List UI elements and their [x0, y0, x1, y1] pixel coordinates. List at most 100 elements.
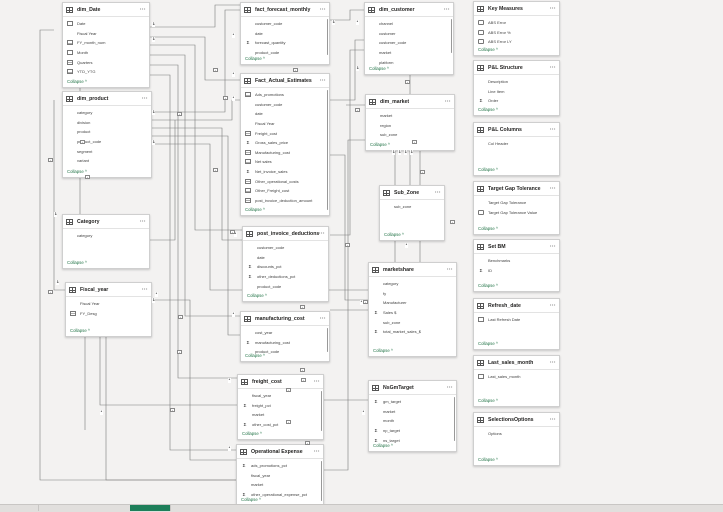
more-options-icon[interactable]: ⋯ [549, 65, 556, 71]
relationship-line[interactable] [152, 9, 240, 113]
relationship-line[interactable] [150, 74, 236, 451]
collapse-button[interactable]: Collapse ^ [242, 431, 262, 436]
field-row[interactable]: Manufacturing_cost [241, 148, 329, 158]
relationship-line[interactable] [330, 154, 368, 301]
field-row[interactable]: market [238, 410, 323, 420]
collapse-button[interactable]: Collapse ^ [384, 232, 404, 237]
scrollbar[interactable] [326, 90, 328, 210]
collapse-button[interactable]: Collapse ^ [67, 79, 87, 84]
collapse-button[interactable]: Collapse ^ [247, 293, 267, 298]
field-row[interactable]: ABS Error % [474, 28, 559, 38]
collapse-button[interactable]: Collapse ^ [373, 443, 393, 448]
more-options-icon[interactable]: ⋯ [446, 267, 453, 273]
field-row[interactable]: Fiscal Year [241, 119, 329, 129]
more-options-icon[interactable]: ⋯ [319, 78, 326, 84]
table-card-header[interactable]: post_invoice_deductions⋯ [243, 227, 328, 241]
scrollbar[interactable] [450, 19, 452, 53]
relationship-line[interactable] [150, 120, 176, 241]
table-card-header[interactable]: manufacturing_cost⋯ [241, 312, 329, 326]
relationship-line[interactable] [152, 127, 242, 241]
field-row[interactable]: customer_code [241, 19, 329, 29]
collapse-button[interactable]: Collapse ^ [478, 167, 498, 172]
field-row[interactable]: variant [63, 156, 151, 166]
field-row[interactable]: Col Header [474, 139, 559, 149]
field-row[interactable]: market [365, 48, 453, 58]
more-options-icon[interactable]: ⋯ [434, 190, 441, 196]
field-row[interactable]: ABS Error [474, 18, 559, 28]
field-row[interactable]: Manufacturer [369, 298, 456, 308]
field-row[interactable]: category [63, 108, 151, 118]
field-row[interactable]: customer_code [365, 38, 453, 48]
more-options-icon[interactable]: ⋯ [549, 360, 556, 366]
more-options-icon[interactable]: ⋯ [313, 449, 320, 455]
field-row[interactable]: Freight_cost [241, 128, 329, 138]
field-row[interactable]: Quarters [63, 57, 149, 67]
field-row[interactable]: Other_operational_costs [241, 176, 329, 186]
field-row[interactable]: customer [365, 29, 453, 39]
collapse-button[interactable]: Collapse ^ [478, 398, 498, 403]
field-row[interactable]: market [366, 111, 454, 121]
relationship-line[interactable] [152, 99, 240, 121]
collapse-button[interactable]: Collapse ^ [478, 47, 498, 52]
collapse-button[interactable]: Collapse ^ [67, 260, 87, 265]
relationship-line[interactable] [39, 29, 236, 481]
relationship-line[interactable] [324, 139, 365, 471]
field-row[interactable]: segment [63, 146, 151, 156]
more-options-icon[interactable]: ⋯ [446, 385, 453, 391]
field-row[interactable]: fiscal_year [238, 391, 323, 401]
table-card-header[interactable]: Operational Expense⋯ [237, 445, 323, 459]
field-row[interactable]: Ads_promotions [241, 90, 329, 100]
more-options-icon[interactable]: ⋯ [318, 231, 325, 237]
field-row[interactable]: market [237, 480, 323, 490]
relationship-line[interactable] [150, 54, 240, 317]
table-card-header[interactable]: Category⋯ [63, 215, 149, 229]
more-options-icon[interactable]: ⋯ [141, 96, 148, 102]
field-row[interactable]: Other_Freight_cost [241, 186, 329, 196]
field-row[interactable]: Month [63, 48, 149, 58]
field-row[interactable]: FY_Desg [66, 309, 151, 319]
collapse-button[interactable]: Collapse ^ [245, 353, 265, 358]
field-row[interactable]: market [369, 407, 456, 417]
collapse-button[interactable]: Collapse ^ [478, 226, 498, 231]
field-row[interactable]: Fiscal Year [63, 29, 149, 39]
field-row[interactable]: Options [474, 429, 559, 439]
more-options-icon[interactable]: ⋯ [444, 99, 451, 105]
field-row[interactable]: Date [63, 19, 149, 29]
relationship-line[interactable] [150, 44, 242, 231]
more-options-icon[interactable]: ⋯ [549, 186, 556, 192]
field-row[interactable]: product [63, 127, 151, 137]
more-options-icon[interactable]: ⋯ [139, 219, 146, 225]
collapse-button[interactable]: Collapse ^ [478, 107, 498, 112]
field-row[interactable]: date [243, 253, 328, 263]
field-row[interactable]: region [366, 121, 454, 131]
field-row[interactable]: Benchmarks [474, 256, 559, 266]
field-row[interactable]: customer_code [243, 243, 328, 253]
more-options-icon[interactable]: ⋯ [549, 303, 556, 309]
relationship-line[interactable] [150, 64, 237, 379]
collapse-button[interactable]: Collapse ^ [370, 142, 390, 147]
more-options-icon[interactable]: ⋯ [139, 7, 146, 13]
more-options-icon[interactable]: ⋯ [549, 417, 556, 423]
collapse-button[interactable]: Collapse ^ [245, 56, 265, 61]
relationship-line[interactable] [53, 100, 65, 291]
collapse-button[interactable]: Collapse ^ [478, 457, 498, 462]
collapse-button[interactable]: Collapse ^ [478, 341, 498, 346]
